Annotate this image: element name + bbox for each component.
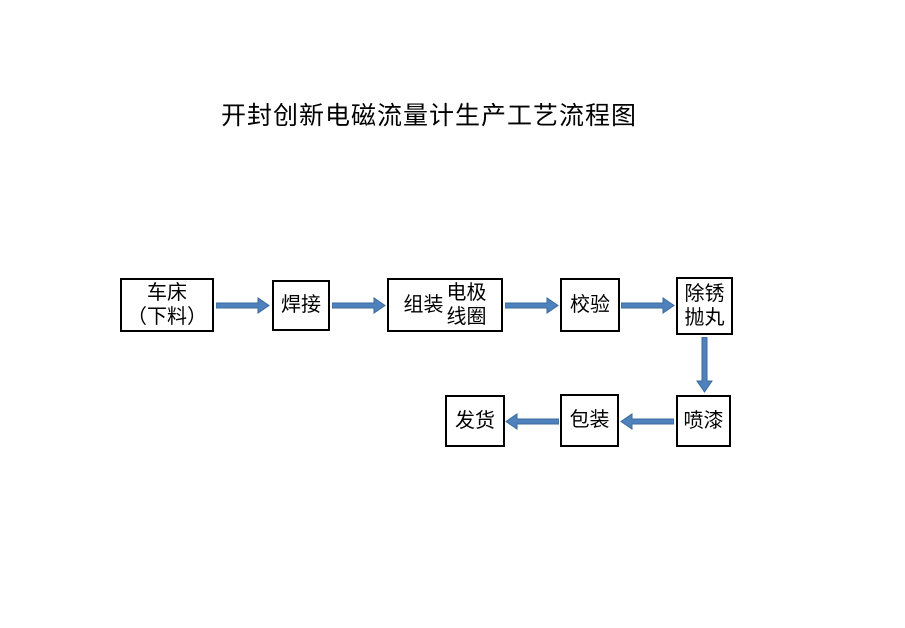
node-assembly-line2: 线圈	[446, 306, 487, 328]
node-calibration: 校验	[560, 278, 620, 332]
flowchart-title: 开封创新电磁流量计生产工艺流程图	[220, 103, 637, 130]
node-shot-blasting-line1: 除锈	[684, 283, 725, 305]
node-assembly-stack: 电极 线圈	[447, 281, 487, 329]
node-lathe-line2: （下料）	[127, 306, 207, 328]
node-shipping: 发货	[445, 395, 505, 447]
node-assembly: 组装 电极 线圈	[387, 278, 503, 332]
node-assembly-line1: 电极	[446, 282, 487, 304]
node-shot-blasting-line2: 抛丸	[684, 307, 725, 329]
node-welding-label: 焊接	[281, 294, 321, 316]
arrow-lathe-to-welding-icon	[216, 297, 270, 314]
arrow-welding-to-assembly-icon	[332, 297, 386, 314]
node-lathe-label: 车床 （下料）	[127, 281, 207, 329]
arrow-painting-to-packaging-icon	[620, 413, 674, 430]
node-lathe: 车床 （下料）	[120, 278, 214, 332]
node-assembly-prefix: 组装	[403, 293, 444, 316]
node-painting: 喷漆	[676, 395, 731, 447]
node-shipping-label: 发货	[455, 409, 495, 432]
node-shot-blasting: 除锈 抛丸	[676, 277, 733, 335]
node-welding: 焊接	[272, 280, 330, 331]
node-shot-blasting-label: 除锈 抛丸	[685, 282, 725, 330]
node-lathe-line1: 车床	[147, 282, 187, 304]
arrow-packaging-to-shipping-icon	[505, 413, 559, 430]
node-calibration-label: 校验	[570, 293, 610, 316]
arrow-shot-blasting-to-painting-icon	[696, 337, 713, 393]
node-packaging: 包装	[560, 394, 619, 447]
node-packaging-label: 包装	[569, 409, 610, 431]
arrow-calibration-to-shot-blasting-icon	[621, 297, 675, 314]
node-painting-label: 喷漆	[683, 409, 724, 432]
arrow-assembly-to-calibration-icon	[505, 297, 559, 314]
